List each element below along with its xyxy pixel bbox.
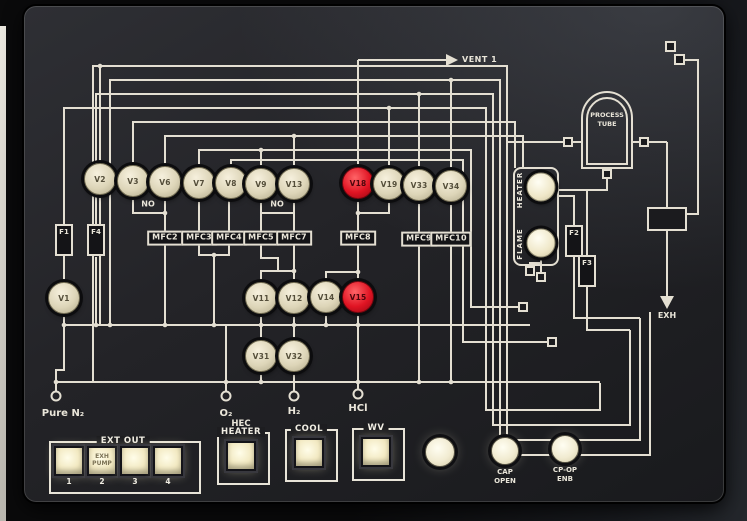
valve-v31[interactable]: V31 xyxy=(245,340,277,372)
valve-v34[interactable]: V34 xyxy=(435,170,467,202)
heater-flame-enclosure xyxy=(513,167,559,266)
valve-v12[interactable]: V12 xyxy=(278,282,310,314)
no-label-v9: NO xyxy=(270,199,284,209)
valve-v3[interactable]: V3 xyxy=(117,165,149,197)
ext-out-num-3: 3 xyxy=(132,477,138,486)
valve-v13[interactable]: V13 xyxy=(278,168,310,200)
cool-button[interactable] xyxy=(294,438,324,468)
mfc4-box: MFC4 xyxy=(211,230,247,246)
hec-heater-label: HEATER xyxy=(217,427,265,437)
vent-arrow-icon xyxy=(446,54,458,66)
terminal-o2-label: O₂ xyxy=(219,408,233,419)
valve-v14[interactable]: V14 xyxy=(310,281,342,313)
valve-v8[interactable]: V8 xyxy=(215,167,247,199)
valve-v32[interactable]: V32 xyxy=(278,340,310,372)
ext-out-button-2-exh-pump[interactable]: EXH PUMP xyxy=(87,446,117,476)
mfc8-box: MFC8 xyxy=(340,230,376,246)
junction-dots xyxy=(53,63,454,385)
cap-open-button[interactable] xyxy=(491,437,519,465)
valve-v7[interactable]: V7 xyxy=(183,167,215,199)
ext-out-button-1[interactable] xyxy=(54,446,84,476)
flame-indicator-button[interactable] xyxy=(526,228,556,258)
filter-f2: F2 xyxy=(565,225,583,257)
cool-label: COOL xyxy=(290,424,328,434)
valve-v11[interactable]: V11 xyxy=(245,282,277,314)
hec-heater-button[interactable] xyxy=(226,441,256,471)
wv-button[interactable] xyxy=(361,437,391,467)
cp-op-enb-button[interactable] xyxy=(551,435,579,463)
valve-v9[interactable]: V9 xyxy=(245,168,277,200)
exh-label: EXH xyxy=(657,311,677,320)
exh-arrow-icon xyxy=(660,296,674,309)
control-panel-face xyxy=(24,6,724,502)
terminal-h2-label: H₂ xyxy=(287,406,301,417)
heater-label: HEATER xyxy=(516,171,524,209)
filter-f3: F3 xyxy=(578,255,596,287)
wv-label: WV xyxy=(363,423,389,433)
valve-v1[interactable]: V1 xyxy=(48,282,80,314)
terminal-pure-n2-label: Pure N₂ xyxy=(41,408,85,419)
filter-f1: F1 xyxy=(55,224,73,256)
filter-f4: F4 xyxy=(87,224,105,256)
ext-out-num-4: 4 xyxy=(165,477,171,486)
flame-label: FLAME xyxy=(516,228,524,260)
bezel-edge-highlight xyxy=(0,26,6,521)
cp-op-enb-label: CP-OP ENB xyxy=(552,466,578,484)
mfc2-box: MFC2 xyxy=(147,230,183,246)
valve-v6[interactable]: V6 xyxy=(149,166,181,198)
valve-v19[interactable]: V19 xyxy=(373,168,405,200)
valve-v2[interactable]: V2 xyxy=(84,163,116,195)
mfc10-box: MFC10 xyxy=(430,231,472,247)
vent-label: VENT 1 xyxy=(462,55,498,64)
ext-out-button-4[interactable] xyxy=(153,446,183,476)
process-tube-outline xyxy=(581,91,633,169)
ext-out-label: EXT OUT xyxy=(96,436,150,446)
valve-v15[interactable]: V15 xyxy=(342,281,374,313)
no-label-v3: NO xyxy=(141,199,155,209)
unlabeled-round-button[interactable] xyxy=(425,437,455,467)
exhaust-damper-box xyxy=(647,207,687,231)
heater-indicator-button[interactable] xyxy=(526,172,556,202)
ext-out-num-1: 1 xyxy=(66,477,72,486)
ext-out-button-3[interactable] xyxy=(120,446,150,476)
process-tube-label: PROCESS TUBE xyxy=(590,110,624,128)
mfc5-box: MFC5 xyxy=(243,230,279,246)
ext-out-num-2: 2 xyxy=(99,477,105,486)
hec-label-top: HEC xyxy=(231,419,251,429)
terminal-hcl-label: HCl xyxy=(348,403,368,414)
mfc7-box: MFC7 xyxy=(276,230,312,246)
cap-open-label: CAP OPEN xyxy=(494,468,516,486)
valve-v18[interactable]: V18 xyxy=(342,167,374,199)
valve-v33[interactable]: V33 xyxy=(403,169,435,201)
